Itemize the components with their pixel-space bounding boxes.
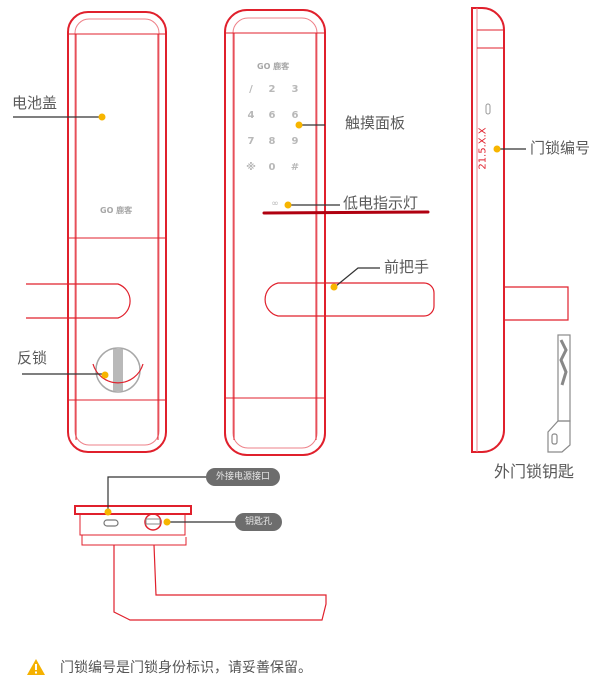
brand-logo-front: GO 鹿客: [257, 62, 290, 71]
warning-icon: [27, 659, 45, 675]
keypad-key: 8: [268, 136, 276, 147]
keypad-key: 6: [291, 110, 299, 121]
label-front-handle: 前把手: [384, 258, 430, 276]
pill-external-power-port: 外接电源接口: [206, 468, 281, 486]
label-touch-panel: 触摸面板: [345, 114, 406, 132]
label-external-key: 外门锁钥匙: [494, 462, 575, 481]
label-low-battery-indicator: 低电指示灯: [343, 194, 419, 212]
callout-dots: [98, 113, 501, 526]
side-panel: [471, 7, 569, 453]
front-panel: [224, 9, 326, 456]
label-anti-lock: 反锁: [17, 349, 48, 367]
keypad-key: 2: [268, 84, 276, 95]
keypad-key: 7: [247, 136, 255, 147]
label-lock-serial: 门锁编号: [530, 139, 591, 157]
pill-keyhole: 钥匙孔: [235, 513, 283, 531]
label-battery-cover: 电池盖: [12, 94, 58, 112]
brand-logo-back: GO 鹿客: [100, 206, 133, 215]
key-drawing: [547, 334, 571, 453]
front-handle: [264, 282, 435, 317]
keypad-key: #: [290, 162, 300, 173]
keypad-key: 4: [247, 110, 255, 121]
serial-number: 21.5.X.X: [477, 127, 489, 170]
keypad-key: 0: [268, 162, 276, 173]
highlight-underline: [262, 210, 430, 215]
leader-lines: [13, 116, 526, 523]
keypad-key: 6: [268, 110, 276, 121]
keypad-key: /: [249, 84, 253, 95]
back-panel: [67, 11, 167, 453]
back-handle: [26, 283, 131, 319]
warning-notice: 门锁编号是门锁身份标识，请妥善保留。: [26, 657, 312, 677]
keypad-key: 3: [291, 84, 299, 95]
warning-text: 门锁编号是门锁身份标识，请妥善保留。: [60, 660, 312, 676]
keypad-key: 9: [291, 136, 299, 147]
bottom-handle-view: [74, 505, 327, 621]
keypad-key: ※: [246, 162, 256, 173]
low-battery-led: ∞: [271, 199, 279, 209]
thumb-turn: [92, 347, 144, 393]
